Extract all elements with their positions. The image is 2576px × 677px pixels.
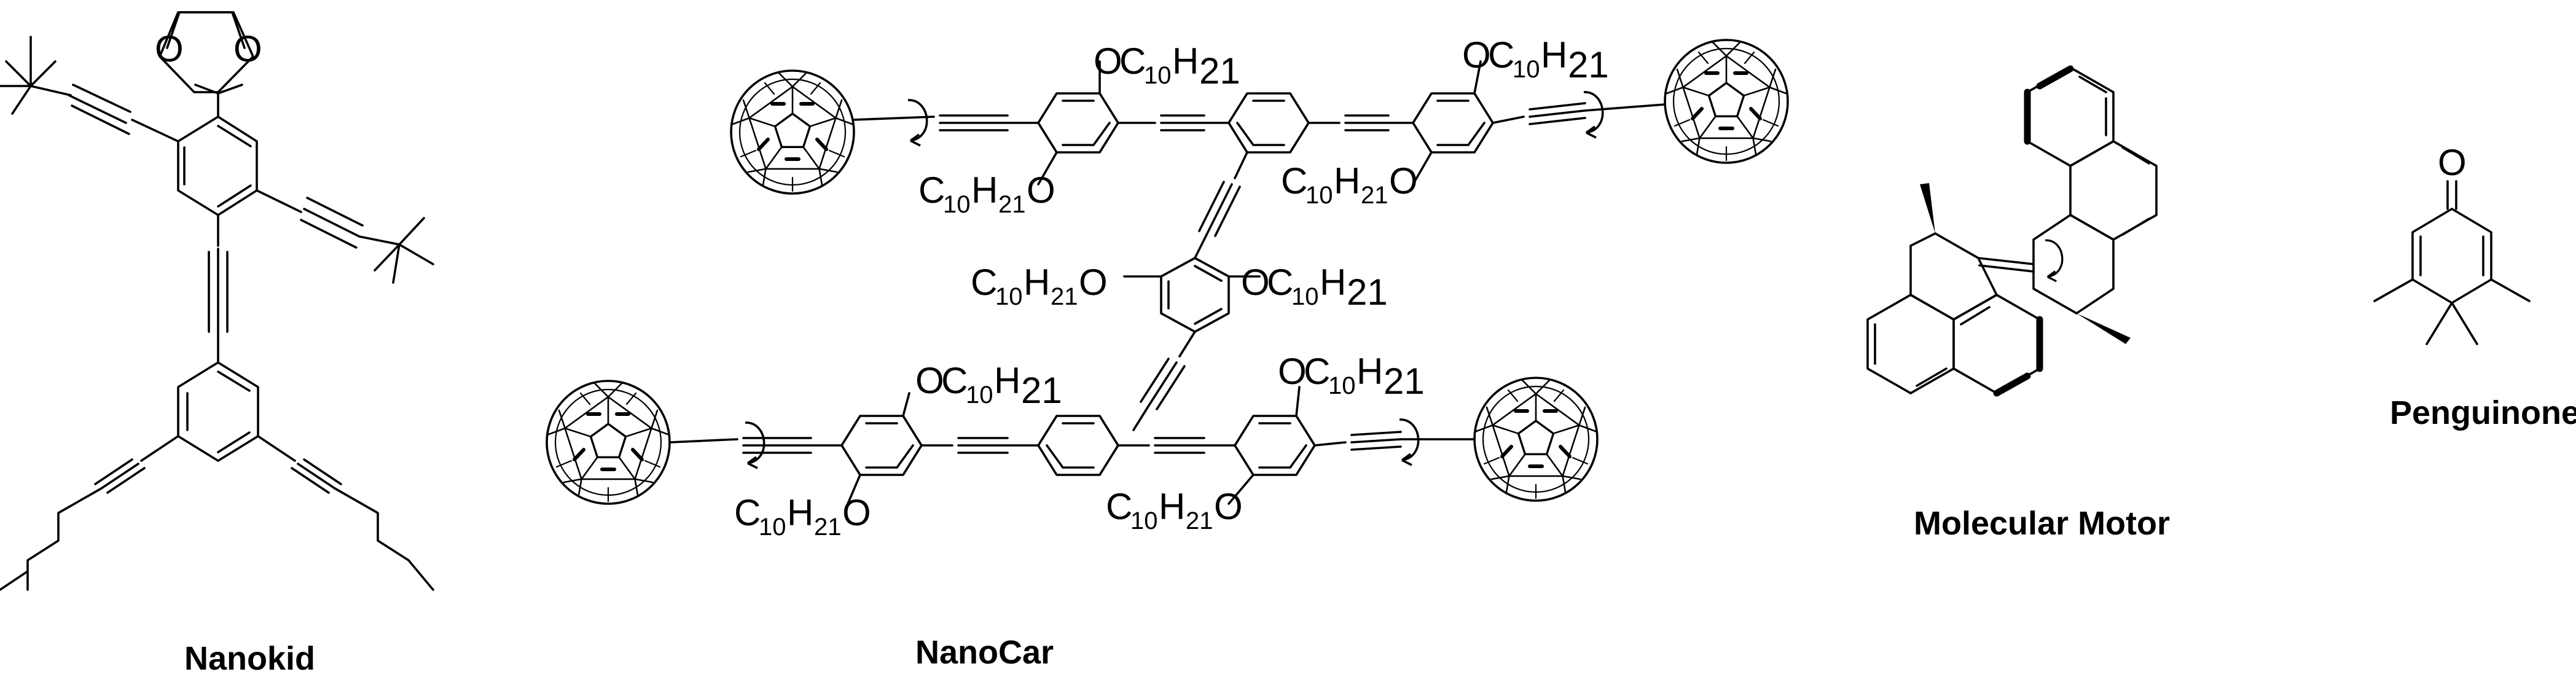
fullerene-wheel-top-right	[1665, 40, 1788, 163]
nanocar-structure	[547, 34, 1788, 541]
rotation-arrow-top-left	[907, 99, 928, 147]
decyloxy-label-2	[918, 170, 1055, 218]
decyloxy-label-4	[1281, 160, 1418, 209]
rotation-arrow-top-right	[1583, 91, 1604, 139]
decyloxy-label-7	[915, 360, 1062, 411]
fullerene-wheel-bottom-right	[1474, 378, 1597, 501]
molecular-motor-structure	[1866, 65, 2158, 397]
decyloxy-label-8	[734, 492, 871, 541]
nanokid-caption: Nanokid	[184, 640, 315, 677]
decyloxy-label-5	[971, 262, 1108, 310]
decyloxy-label-6	[1241, 262, 1388, 313]
fullerene-wheel-top-left	[731, 71, 854, 194]
oxygen-atom-right: O	[233, 28, 262, 69]
oxygen-atom: O	[2438, 142, 2467, 183]
rotation-arrow-bottom-right	[1398, 418, 1420, 466]
nanocar-caption: NanoCar	[915, 634, 1054, 671]
rotation-arrow-motor	[2044, 239, 2064, 283]
fullerene-wheel-bottom-left	[547, 381, 670, 504]
decyloxy-label-10	[1106, 486, 1243, 534]
nanokid-structure: O O	[0, 11, 434, 591]
penguinone-caption: Penguinone	[2390, 394, 2576, 431]
oxygen-atom-left: O	[155, 28, 184, 69]
molecular-motor-caption: Molecular Motor	[1914, 505, 2170, 542]
decyloxy-label-9	[1278, 351, 1425, 402]
decyloxy-label-3	[1462, 34, 1609, 85]
decyloxy-label-1	[1094, 41, 1240, 92]
penguinone-structure: O	[2373, 142, 2531, 345]
